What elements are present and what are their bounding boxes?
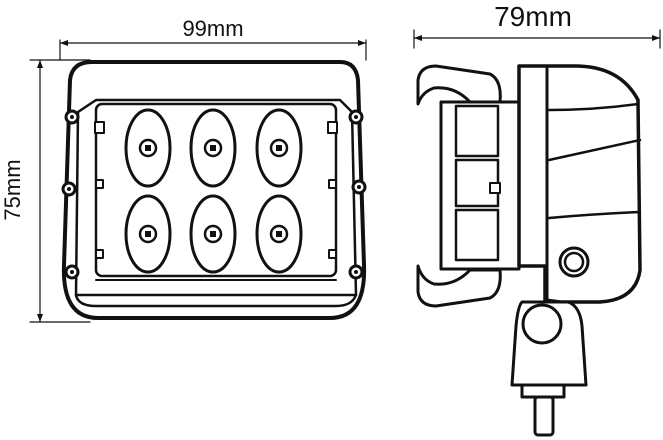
left-side-markers (94, 121, 105, 259)
side-view (416, 64, 642, 437)
width-label: 99mm (182, 16, 243, 41)
led-reflector (255, 108, 303, 188)
screw-right-middle (351, 179, 367, 195)
adjustment-knob (558, 246, 590, 278)
led-reflector (189, 194, 237, 274)
top-bracket (416, 64, 502, 106)
right-side-markers (327, 121, 338, 259)
screw-left-middle (61, 181, 77, 197)
led-reflector (255, 194, 303, 274)
led-reflector (189, 108, 237, 188)
bottom-bracket (416, 264, 502, 308)
led-reflector (124, 108, 172, 188)
height-label: 75mm (0, 159, 25, 220)
led-reflector (124, 194, 172, 274)
height-dimension: 75mm (0, 59, 91, 323)
width-dimension: 99mm (59, 16, 367, 61)
depth-dimension: 79mm (413, 1, 661, 49)
screw-right-top (348, 109, 364, 125)
led-row-bottom (124, 194, 303, 274)
mount-bolt-head (521, 303, 563, 345)
side-housing (517, 64, 642, 304)
mount-base (520, 383, 566, 399)
screw-left-top (64, 109, 80, 125)
depth-label: 79mm (494, 1, 572, 32)
screw-left-bottom (64, 264, 80, 280)
screw-right-bottom (348, 264, 364, 280)
front-view (61, 60, 367, 320)
led-row-top (124, 108, 303, 188)
threaded-stud (533, 395, 555, 437)
